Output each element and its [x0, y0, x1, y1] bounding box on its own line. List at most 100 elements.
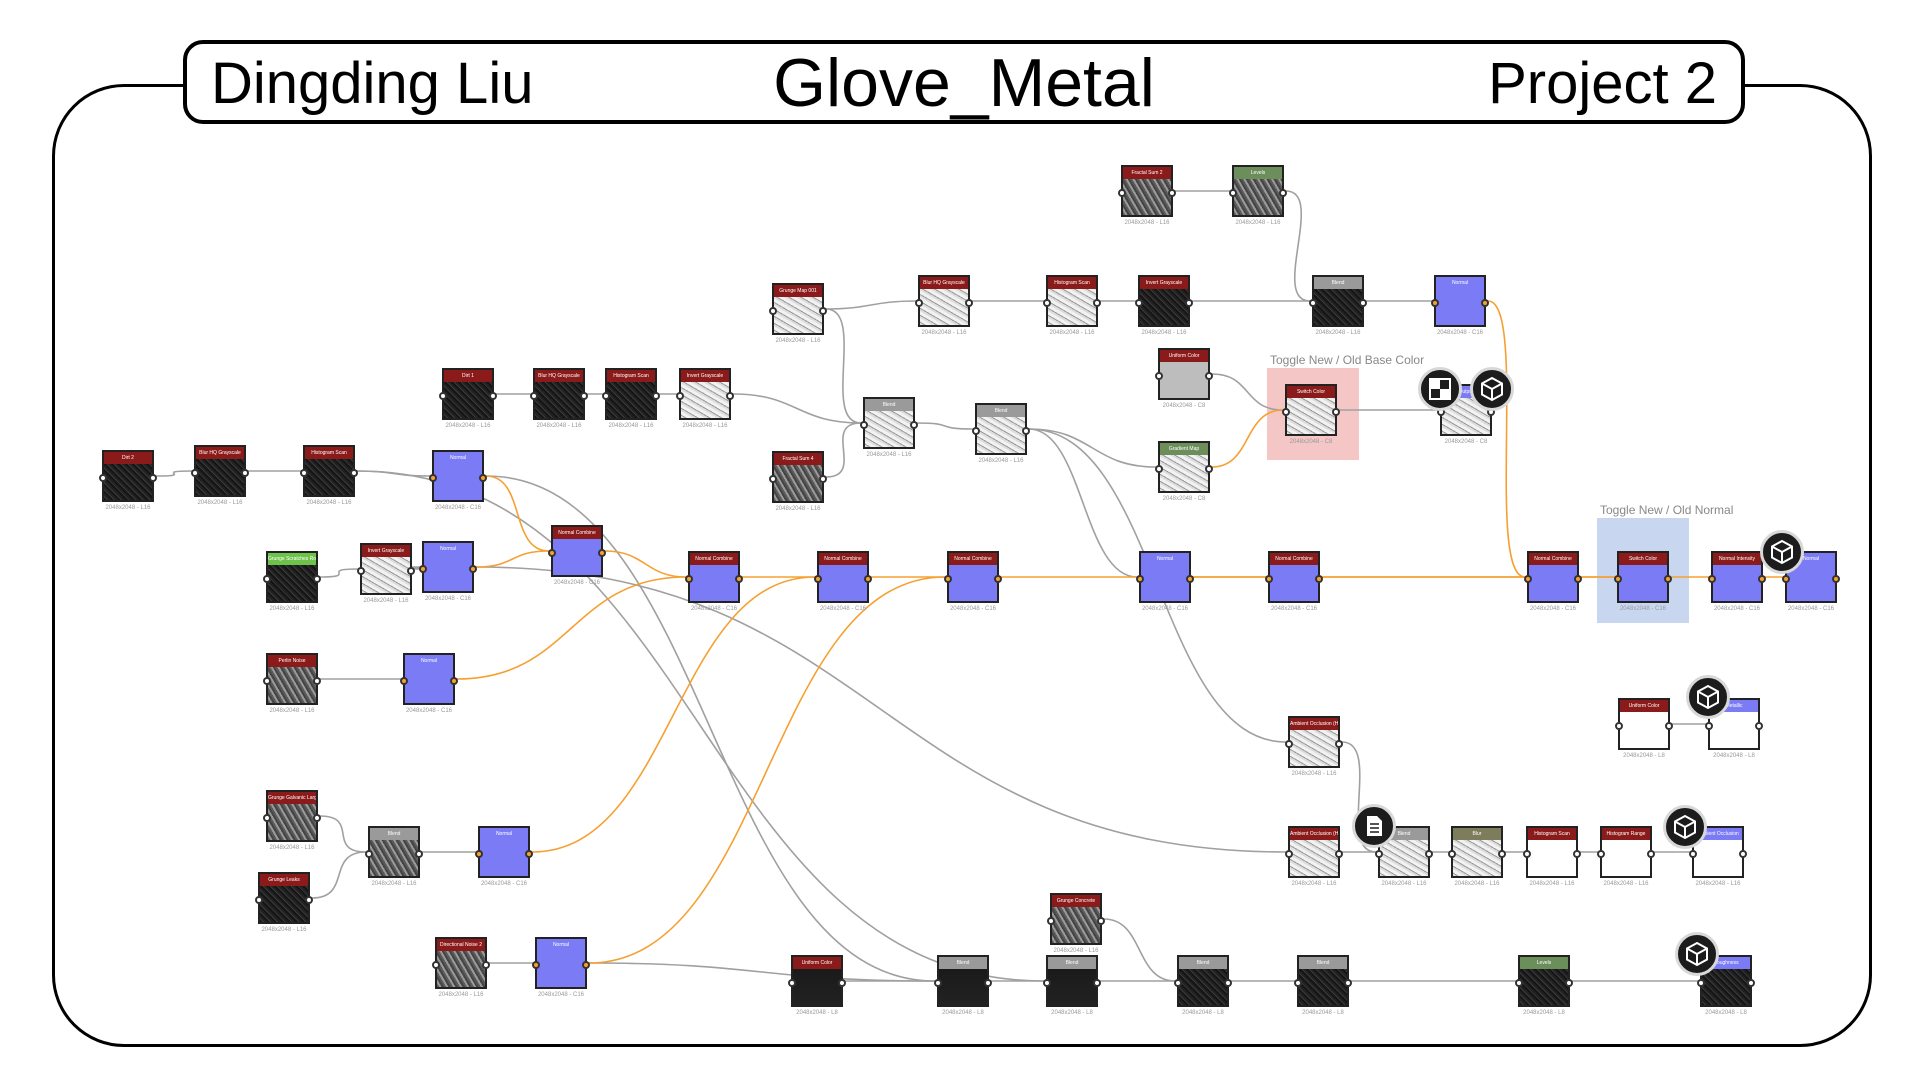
comment-frame[interactable]: Toggle New / Old Normal [1597, 503, 1733, 623]
input-port[interactable] [432, 961, 440, 969]
output-port[interactable] [1481, 299, 1489, 307]
input-port[interactable] [400, 677, 408, 685]
cube-icon[interactable] [1663, 805, 1707, 849]
output-port[interactable] [1755, 722, 1763, 730]
output-port[interactable] [482, 961, 490, 969]
cube-icon[interactable] [1470, 367, 1514, 411]
input-port[interactable] [475, 850, 483, 858]
input-port[interactable] [1285, 740, 1293, 748]
input-port[interactable] [1375, 850, 1383, 858]
cube-icon[interactable] [1675, 932, 1719, 976]
input-port[interactable] [1043, 979, 1051, 987]
graph-node[interactable]: Ambient Occlusion (H...2048x2048 - L16 [1285, 716, 1343, 777]
input-port[interactable] [548, 549, 556, 557]
output-port[interactable] [582, 961, 590, 969]
output-port[interactable] [1758, 575, 1766, 583]
output-port[interactable] [580, 392, 588, 400]
split-icon[interactable] [1418, 367, 1462, 411]
output-port[interactable] [305, 896, 313, 904]
input-port[interactable] [1431, 299, 1439, 307]
output-port[interactable] [1498, 850, 1506, 858]
input-port[interactable] [1135, 299, 1143, 307]
output-port[interactable] [994, 575, 1002, 583]
input-port[interactable] [263, 814, 271, 822]
input-port[interactable] [191, 469, 199, 477]
output-port[interactable] [525, 850, 533, 858]
input-port[interactable] [1523, 850, 1531, 858]
cube-icon[interactable] [1760, 530, 1804, 574]
output-port[interactable] [149, 474, 157, 482]
input-port[interactable] [602, 392, 610, 400]
input-port[interactable] [769, 475, 777, 483]
output-port[interactable] [1332, 408, 1340, 416]
graph-node[interactable]: Grunge Scratches Rough2048x2048 - L16 [263, 551, 321, 612]
input-port[interactable] [1285, 850, 1293, 858]
output-port[interactable] [313, 575, 321, 583]
input-port[interactable] [300, 469, 308, 477]
output-port[interactable] [350, 469, 358, 477]
input-port[interactable] [1309, 299, 1317, 307]
input-port[interactable] [99, 474, 107, 482]
output-port[interactable] [1664, 575, 1672, 583]
output-port[interactable] [313, 814, 321, 822]
output-port[interactable] [1205, 372, 1213, 380]
output-port[interactable] [864, 575, 872, 583]
output-port[interactable] [1335, 740, 1343, 748]
input-port[interactable] [814, 575, 822, 583]
input-port[interactable] [357, 567, 365, 575]
input-port[interactable] [532, 961, 540, 969]
input-port[interactable] [365, 850, 373, 858]
input-port[interactable] [1515, 979, 1523, 987]
input-port[interactable] [1524, 575, 1532, 583]
input-port[interactable] [1136, 575, 1144, 583]
input-port[interactable] [419, 565, 427, 573]
output-port[interactable] [1315, 575, 1323, 583]
output-port[interactable] [735, 575, 743, 583]
output-port[interactable] [1097, 917, 1105, 925]
document-icon[interactable] [1352, 804, 1396, 848]
input-port[interactable] [676, 392, 684, 400]
output-port[interactable] [1022, 427, 1030, 435]
input-port[interactable] [530, 392, 538, 400]
input-port[interactable] [1294, 979, 1302, 987]
output-port[interactable] [910, 421, 918, 429]
output-port[interactable] [819, 307, 827, 315]
output-port[interactable] [1093, 979, 1101, 987]
output-port[interactable] [469, 565, 477, 573]
output-port[interactable] [1647, 850, 1655, 858]
input-port[interactable] [1708, 575, 1716, 583]
output-port[interactable] [1739, 850, 1747, 858]
input-port[interactable] [1229, 189, 1237, 197]
